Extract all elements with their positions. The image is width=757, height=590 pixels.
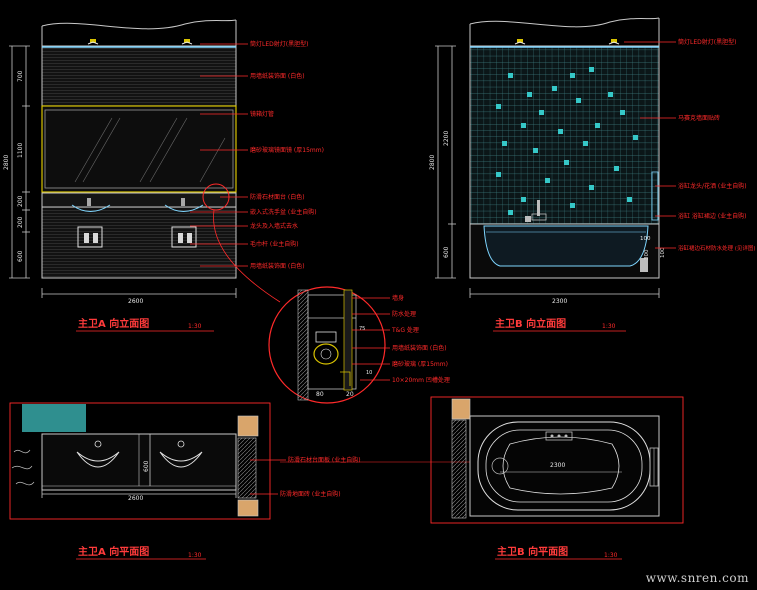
downlight-icon xyxy=(608,39,620,45)
dimension-lines-vertical xyxy=(9,45,30,279)
bathtub-plan xyxy=(477,421,659,511)
callout-a-3: 磨砂玻璃镜面镜 (厚15mm) xyxy=(250,146,324,154)
detail-dim-3: 10 xyxy=(366,370,372,376)
callout-a-1: 用墙纸装饰面 (白色) xyxy=(250,72,305,80)
mosaic-wall xyxy=(469,45,660,225)
basin-section-icon xyxy=(313,331,339,365)
basin-left xyxy=(71,198,111,248)
basin-plan-left xyxy=(76,440,120,468)
callout-a-6: 龙头及入墙式去水 xyxy=(250,222,298,230)
detail-callout-2: T&G 处理 xyxy=(391,326,419,334)
dim-v-2: 200 xyxy=(17,195,24,207)
dim-height-b: 2800 xyxy=(429,155,436,170)
elevation-b: 2800 2200 600 100 300 100 2300 筒灯LED射灯(黑… xyxy=(429,17,756,332)
plan-a-callout-0: 防滑石材台面板 (业主自购) xyxy=(288,456,361,464)
dim-b-v-1: 600 xyxy=(443,246,450,258)
downlight-icon xyxy=(181,39,193,45)
dim-b-side-1: 300 xyxy=(644,249,650,260)
downlight-icon xyxy=(87,39,99,45)
detail-dim-2: 75 xyxy=(359,326,365,332)
plan-a-dim-depth: 600 xyxy=(143,460,150,472)
watermark: www.snren.com xyxy=(645,571,749,585)
callout-b-4: 浴缸裙边石材防水处理 (见详图) xyxy=(678,244,756,252)
plan-b-scale: 1:30 xyxy=(604,552,618,559)
callout-a-8: 用墙纸装饰面 (白色) xyxy=(250,262,305,270)
dim-width: 2600 xyxy=(128,298,143,305)
detail-section: 墙身 防水处理 T&G 处理 用墙纸装饰面 (白色) 磨砂玻璃 (厚15mm) … xyxy=(268,286,450,404)
callout-b-3: 浴缸 浴缸裙边 (业主自购) xyxy=(678,212,747,220)
callout-b-0: 筒灯LED射灯(黑胆型) xyxy=(678,38,736,46)
callout-a-2: 镜箱灯管 xyxy=(250,110,274,118)
detail-callout-3: 用墙纸装饰面 (白色) xyxy=(392,344,447,352)
dim-v-0: 700 xyxy=(17,70,24,82)
dim-v-4: 600 xyxy=(17,250,24,262)
plan-a: 2600 600 防滑石材台面板 (业主自购) 防滑地面砖 (业主自购) 主卫A… xyxy=(9,402,361,560)
detail-circle xyxy=(268,286,386,404)
detail-reference-circle xyxy=(202,183,230,211)
plan-a-scale: 1:30 xyxy=(188,552,202,559)
wood-columns xyxy=(237,415,259,517)
wall-break-line xyxy=(41,19,237,30)
detail-dim-1: 20 xyxy=(346,391,354,398)
detail-callout-0: 墙身 xyxy=(392,294,404,302)
bathtub-elevation xyxy=(469,171,660,279)
callout-a-7: 毛巾杆 (业主自购) xyxy=(250,240,299,248)
detail-callout-5: 10×20mm 凹槽处理 xyxy=(392,376,450,384)
plant-icon xyxy=(11,449,35,486)
elevation-a-title: 主卫A 向立面图 xyxy=(78,317,149,330)
mirror-cabinet xyxy=(41,105,237,193)
elevation-b-title: 主卫B 向立面图 xyxy=(495,317,566,330)
detail-callout-4: 磨砂玻璃 (厚15mm) xyxy=(392,360,448,368)
accent-tiles xyxy=(496,67,638,215)
basin-right xyxy=(164,198,204,248)
dim-b-side-2: 100 xyxy=(660,247,666,258)
plan-b: 2300 主卫B 向平面图 1:30 xyxy=(430,396,684,560)
plan-b-title: 主卫B 向平面图 xyxy=(497,545,568,558)
elevation-b-scale: 1:30 xyxy=(602,323,616,330)
wall-break-line xyxy=(469,17,660,28)
plan-b-dim-width: 2300 xyxy=(550,462,565,469)
dim-b-side-0: 100 xyxy=(640,236,651,242)
dim-width-b: 2300 xyxy=(552,298,567,305)
callout-b-2: 浴缸龙头/花洒 (业主自购) xyxy=(678,182,747,190)
basin-plan-right xyxy=(159,440,203,468)
plan-a-dim-width: 2600 xyxy=(128,495,143,502)
downlight-icon xyxy=(514,39,526,45)
dim-v-1: 1100 xyxy=(17,143,24,158)
elevation-a-scale: 1:30 xyxy=(188,323,202,330)
wood-column xyxy=(451,398,471,420)
callout-a-5: 嵌入式洗手盆 (业主自购) xyxy=(250,208,317,216)
callout-a-0: 筒灯LED射灯(黑胆型) xyxy=(250,40,308,48)
dim-v-3: 200 xyxy=(17,216,24,228)
callout-a-4: 防滑石材面台 (白色) xyxy=(250,193,305,201)
detail-callout-1: 防水处理 xyxy=(392,310,416,318)
detail-dim-0: 80 xyxy=(316,391,324,398)
teal-storage-block xyxy=(22,404,86,432)
callout-b-1: 马赛克墙面贴砖 xyxy=(678,114,720,122)
dim-b-v-0: 2200 xyxy=(443,131,450,146)
dim-height: 2800 xyxy=(3,155,10,170)
vanity-counter xyxy=(41,192,237,208)
plan-a-title: 主卫A 向平面图 xyxy=(78,545,149,558)
elevation-a: 2800 700 1100 200 200 600 2600 筒灯LED射灯(黑… xyxy=(3,19,324,332)
plan-a-callout-1: 防滑地面砖 (业主自购) xyxy=(280,490,341,498)
